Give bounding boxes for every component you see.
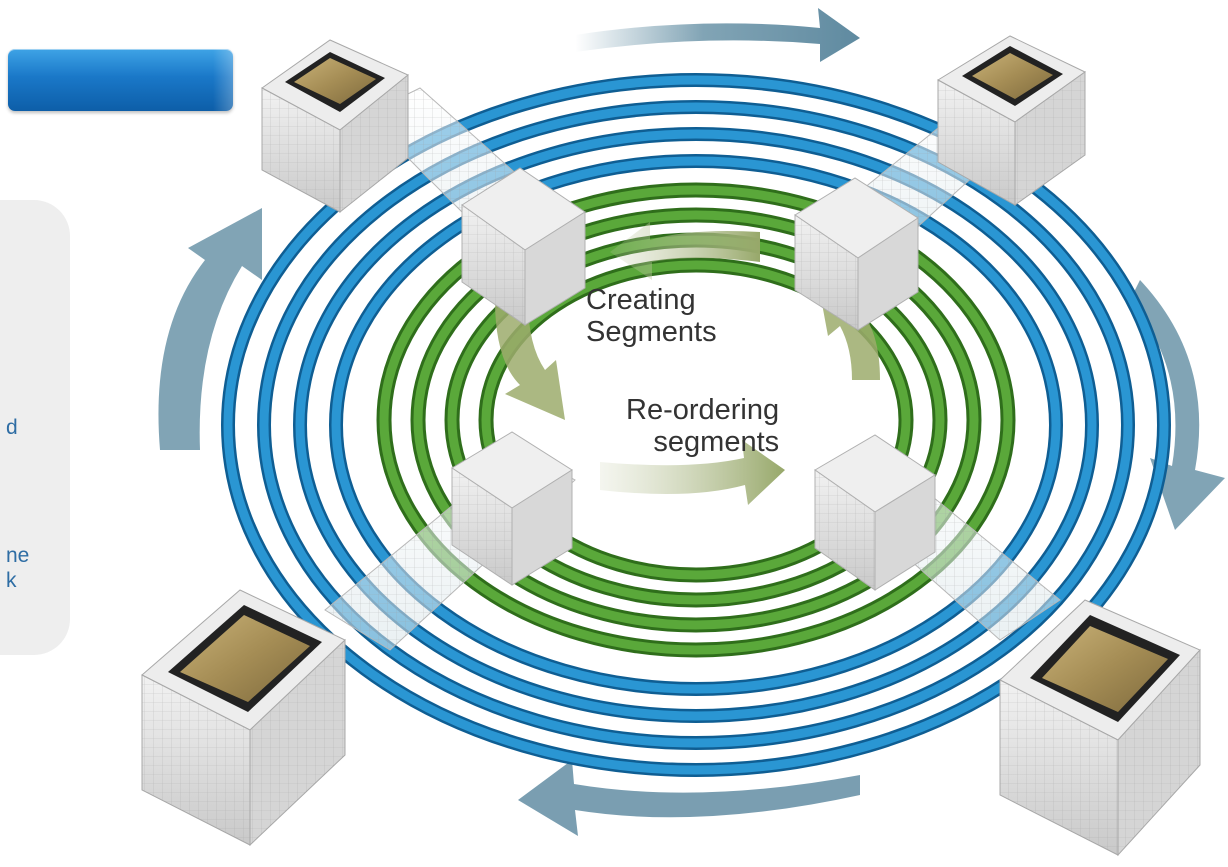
reordering-label-line1: Re-ordering — [626, 394, 780, 426]
outer-ring — [295, 129, 1097, 721]
chip-node-bottom-right — [999, 599, 1201, 857]
creating-segments-label: Creating Segments — [586, 284, 717, 348]
inner-arrow-bottom — [600, 440, 785, 505]
inner-ring — [481, 260, 911, 580]
outer-ring — [331, 156, 1061, 694]
outer-ring-group — [221, 73, 1171, 777]
inner-ring — [413, 210, 979, 630]
side-panel-text-fragment: d — [6, 416, 18, 439]
chip-node-top-left — [261, 39, 409, 214]
outer-ring — [223, 75, 1169, 775]
center-node-top-right — [794, 177, 919, 331]
creating-label-line2: Segments — [586, 316, 717, 348]
outer-ring — [259, 102, 1133, 748]
side-info-panel — [0, 200, 70, 655]
inner-ring — [379, 185, 1013, 655]
center-node-bottom-right — [814, 434, 936, 591]
left-flow-arrow — [158, 208, 262, 450]
reordering-label-line2: segments — [653, 426, 780, 458]
top-flow-arrow — [575, 8, 860, 62]
chip-node-top-right — [937, 35, 1086, 206]
side-panel-text-fragment: k — [6, 569, 17, 592]
node-bridges — [324, 87, 1061, 651]
blue-tab-button[interactable] — [8, 49, 233, 111]
bottom-flow-arrow — [518, 760, 860, 836]
creating-label-line1: Creating — [586, 284, 696, 316]
inner-arrow-top — [610, 222, 760, 280]
side-panel-text-fragment: ne — [6, 544, 30, 567]
inner-arrow-left — [495, 300, 565, 420]
center-node-bottom-left — [451, 431, 573, 586]
chip-node-bottom-left — [141, 589, 346, 847]
reordering-segments-label: Re-ordering segments — [626, 394, 779, 458]
center-node-top-left — [461, 167, 586, 326]
